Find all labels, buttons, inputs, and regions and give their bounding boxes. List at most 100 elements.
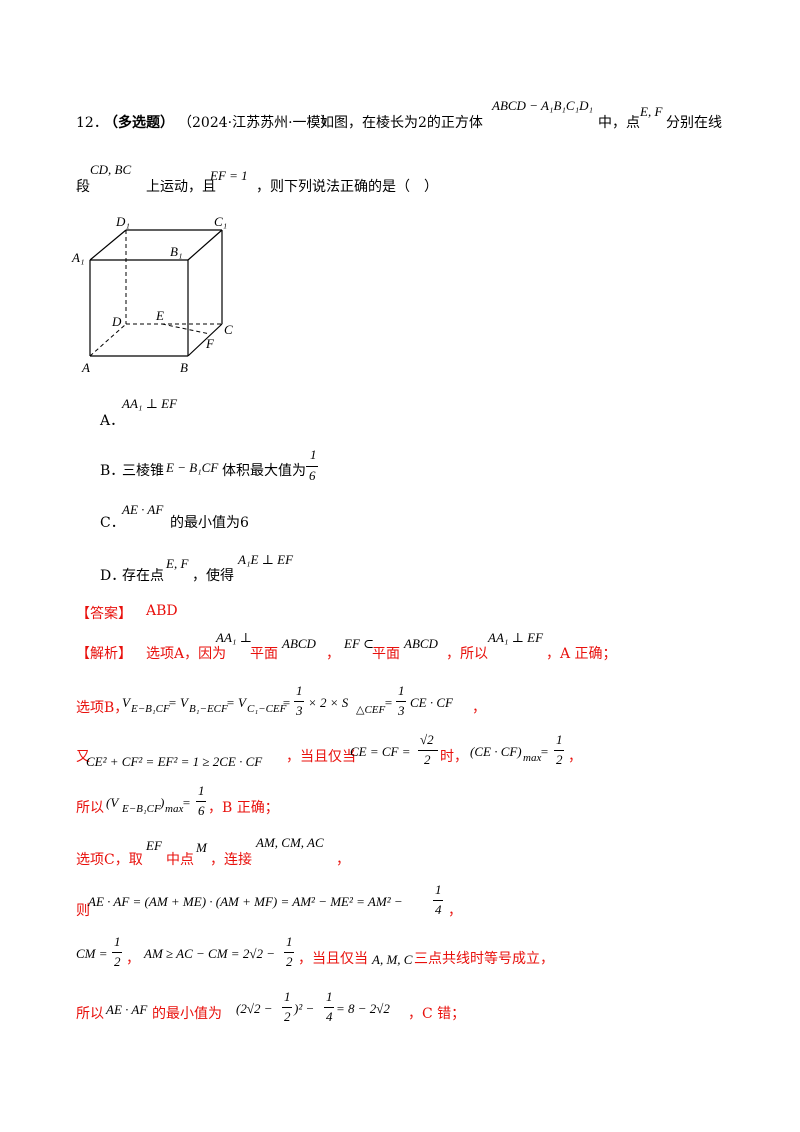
analysis-c4-math-4: = 8 − 2√2 [336, 1001, 390, 1016]
analysis-b3-eq: = [182, 795, 191, 810]
question-text-5: 上运动，且 [146, 179, 216, 195]
analysis-label: 【解析】 [76, 646, 132, 662]
analysis-b2-eq: = [540, 744, 549, 759]
analysis-a-text-4: 平面 [372, 646, 400, 662]
option-d-text-2: ，使得 [192, 568, 234, 584]
analysis-c3-den-2: 2 [286, 954, 293, 969]
analysis-c3-cm: CM = [76, 946, 108, 961]
label-c: C [224, 322, 233, 337]
analysis-c2-math: AE · AF = (AM + ME) · (AM + MF) = AM² − … [88, 894, 403, 909]
answer-label: 【答案】 [76, 606, 132, 622]
analysis-b-mid: × 2 × S [308, 695, 349, 710]
analysis-a-text-6: ，A 正确； [546, 646, 617, 662]
answer-value: ABD [146, 603, 178, 619]
analysis-b3-text-1: 所以 [76, 800, 104, 816]
option-b-text-2: 体积最大值为 [222, 463, 306, 479]
analysis-b-den-1: 3 [296, 703, 303, 718]
analysis-b2-math-3: (CE · CF) [470, 744, 522, 759]
analysis-c2-den: 4 [435, 902, 442, 917]
question-text-1: 如图，在棱长为2的正方体 [320, 115, 483, 131]
question-tag: （多选题） [104, 115, 174, 131]
option-c-label: C． [100, 515, 125, 531]
analysis-a-text-3: ， [326, 646, 340, 662]
analysis-b2-den: 2 [424, 752, 431, 767]
question-text-6: ，则下列说法正确的是（ ） [256, 179, 438, 195]
analysis-c3-num: 1 [114, 934, 121, 949]
analysis-c4-den: 2 [284, 1009, 291, 1024]
analysis-c3-bar-2 [284, 952, 294, 953]
analysis-b2-text-3: 时， [440, 749, 468, 765]
analysis-b-text-1: 选项B， [76, 700, 129, 716]
analysis-c-ef: EF [146, 838, 162, 853]
analysis-c4-num-2: 1 [326, 989, 333, 1004]
analysis-a-math-4: ABCD [404, 636, 438, 651]
label-f: F [205, 336, 215, 351]
option-d-text-1: 存在点 [122, 568, 164, 584]
analysis-c3-text-2: ，当且仅当 [298, 951, 368, 967]
analysis-b-sub-4: △CEF [356, 704, 386, 716]
analysis-c-text-3: ，连接 [210, 852, 252, 868]
analysis-b3-sub: E−B₁CF [122, 803, 161, 815]
option-d-label: D． [100, 568, 126, 584]
analysis-b3-v: (V [106, 795, 119, 810]
option-b-frac-bar [306, 466, 318, 467]
analysis-c4-den-2: 4 [326, 1009, 333, 1024]
analysis-b-eq-2: = [384, 695, 393, 710]
option-b-text-1: 三棱锥 [122, 463, 164, 479]
analysis-b2-num: √2 [420, 732, 434, 747]
analysis-c3-text-3: 三点共线时等号成立， [414, 951, 554, 967]
analysis-a-text-2: 平面 [250, 646, 278, 662]
analysis-c4-math-3: )² − [294, 1001, 315, 1016]
analysis-c4-num: 1 [284, 989, 291, 1004]
analysis-a-math-2: ABCD [282, 636, 316, 651]
analysis-b-bar-2 [396, 701, 406, 702]
cube-figure: D₁ C₁ A₁ B₁ D E C F A B [71, 214, 233, 375]
analysis-b3-bar [196, 801, 206, 802]
edge-bc [187, 323, 223, 357]
analysis-b2-bar-2 [554, 750, 564, 751]
analysis-b-v2: = V [168, 695, 188, 710]
analysis-b-sub-3: C₁−CEF [247, 703, 287, 715]
analysis-b3-num: 1 [198, 783, 205, 798]
analysis-b-eq-1: = [282, 695, 291, 710]
analysis-b-sub-2: B₁−ECF [189, 703, 228, 715]
label-e: E [155, 308, 164, 323]
label-c1: C₁ [214, 214, 227, 229]
label-a: A [81, 360, 90, 375]
edge-ad-hidden [89, 323, 127, 357]
analysis-b3-text-2: ，B 正确； [208, 800, 279, 816]
question-source: （2024·江苏苏州·一模） [178, 115, 335, 131]
label-d: D [111, 314, 122, 329]
analysis-a-text-5: ，所以 [446, 646, 488, 662]
option-a-label: A． [100, 413, 125, 429]
analysis-c4-bar-2 [324, 1007, 334, 1008]
segment-ef-hidden [161, 323, 211, 335]
analysis-b-v1: V [122, 695, 130, 710]
label-a1: A₁ [71, 250, 84, 265]
option-c-math: AE · AF [122, 502, 164, 517]
ef-condition: EF = 1 [210, 168, 248, 183]
analysis-c3-num-2: 1 [286, 934, 293, 949]
analysis-c-text-2: 中点 [166, 852, 194, 868]
analysis-b2-sub: max [523, 752, 542, 764]
analysis-c-connect: AM, CM, AC [256, 835, 324, 850]
analysis-b-den-2: 3 [398, 703, 405, 718]
analysis-b-num-1: 1 [296, 683, 303, 698]
label-b1: B₁ [170, 244, 182, 259]
cube-name: ABCD − A₁B₁C₁D₁ [492, 98, 593, 113]
question-number: 12． [76, 115, 108, 131]
segments: CD, BC [90, 162, 132, 177]
analysis-b2-text-4: ， [568, 749, 582, 765]
analysis-b2-math-1: CE² + CF² = EF² = 1 ≥ 2CE · CF [86, 754, 263, 769]
analysis-b2-num-2: 1 [556, 732, 563, 747]
analysis-c2-num: 1 [435, 882, 442, 897]
analysis-a-text-1: 选项A，因为 [146, 646, 227, 662]
edge-b1c1 [187, 229, 223, 261]
option-d-math-1: E, F [166, 556, 189, 571]
option-d-math-2: A₁E ⊥ EF [238, 552, 294, 567]
option-b-den: 6 [309, 468, 316, 483]
analysis-c4-math-2: (2√2 − [236, 1001, 273, 1016]
analysis-b3-close: ) [160, 795, 165, 810]
question-text-3: 分别在线 [666, 115, 722, 131]
option-b-num: 1 [310, 447, 317, 462]
